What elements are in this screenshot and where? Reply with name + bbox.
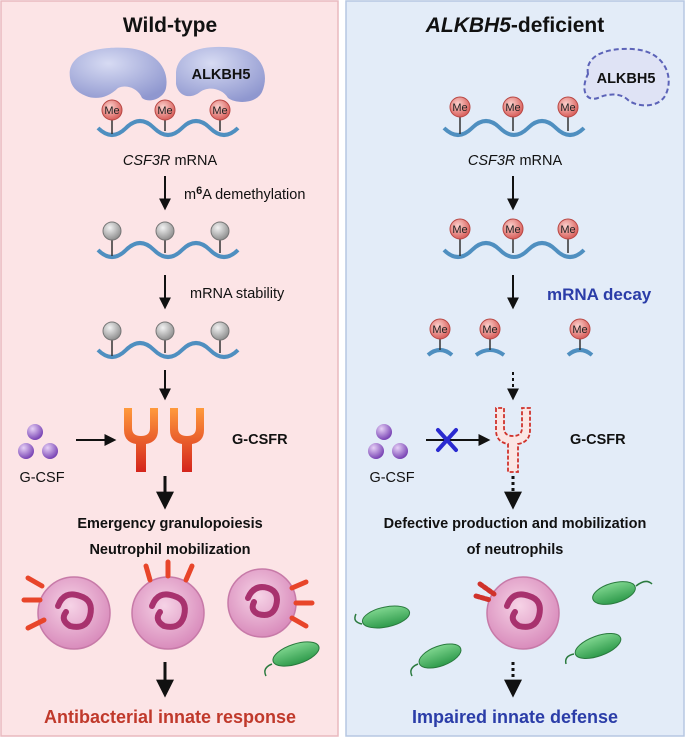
outcome-line-1: Defective production and mobilization — [384, 516, 647, 532]
methyl-mark: Me — [482, 324, 497, 336]
right-panel-title: ALKBH5-deficient — [425, 14, 605, 37]
mrna-fragments — [426, 318, 594, 357]
neutrophil — [473, 576, 560, 650]
gcsf-ligand — [368, 424, 408, 459]
mrna-methylated — [96, 99, 240, 137]
methyl-mark: Me — [104, 105, 119, 117]
mrna-decay-label: mRNA decay — [547, 285, 652, 304]
demethylation-label: m6A demethylation — [184, 185, 305, 203]
neutrophil — [131, 559, 205, 650]
methyl-mark: Me — [157, 105, 172, 117]
gcsfr-receptor — [124, 408, 204, 472]
gcsfr-label: G-CSFR — [232, 432, 288, 448]
outcome-line-1: Emergency granulopoiesis — [77, 516, 262, 532]
mrna-methylated — [442, 218, 586, 259]
block-x-icon — [436, 428, 458, 452]
methyl-mark: Me — [212, 105, 227, 117]
methyl-mark: Me — [505, 102, 520, 114]
neutrophil — [21, 575, 111, 650]
alkbh5-label: ALKBH5 — [597, 71, 656, 87]
alkbh5-enzyme — [69, 46, 265, 102]
gcsfr-label: G-CSFR — [570, 432, 626, 448]
bacterium — [264, 641, 320, 677]
gcsf-ligand — [18, 424, 58, 459]
methyl-mark: Me — [452, 224, 467, 236]
methyl-mark: Me — [572, 324, 587, 336]
bacterium — [410, 643, 462, 677]
left-panel-title: Wild-type — [123, 14, 217, 37]
bacterium — [564, 633, 622, 665]
outcome-line-2: Neutrophil mobilization — [89, 542, 250, 558]
methyl-mark: Me — [452, 102, 467, 114]
gcsf-label: G-CSF — [19, 470, 64, 486]
methyl-mark: Me — [432, 324, 447, 336]
right-final-outcome: Impaired innate defense — [412, 707, 618, 727]
alkbh5-label: ALKBH5 — [192, 67, 251, 83]
mrna-stable — [96, 321, 240, 359]
alkbh5-missing — [583, 47, 670, 107]
left-final-outcome: Antibacterial innate response — [44, 707, 296, 727]
gcsfr-missing — [495, 407, 531, 473]
mrna-demethylated — [96, 221, 240, 259]
bacterium — [354, 605, 411, 629]
csf3r-mrna-label: CSF3R mRNA — [468, 153, 563, 169]
methyl-mark: Me — [560, 102, 575, 114]
mrna-methylated — [442, 96, 586, 137]
csf3r-mrna-label: CSF3R mRNA — [123, 153, 218, 169]
mrna-stability-label: mRNA stability — [190, 286, 285, 302]
gcsf-label: G-CSF — [369, 470, 414, 486]
methyl-mark: Me — [505, 224, 520, 236]
outcome-line-2: of neutrophils — [467, 542, 564, 558]
bacterium — [592, 580, 653, 605]
neutrophil — [227, 568, 315, 638]
methyl-mark: Me — [560, 224, 575, 236]
